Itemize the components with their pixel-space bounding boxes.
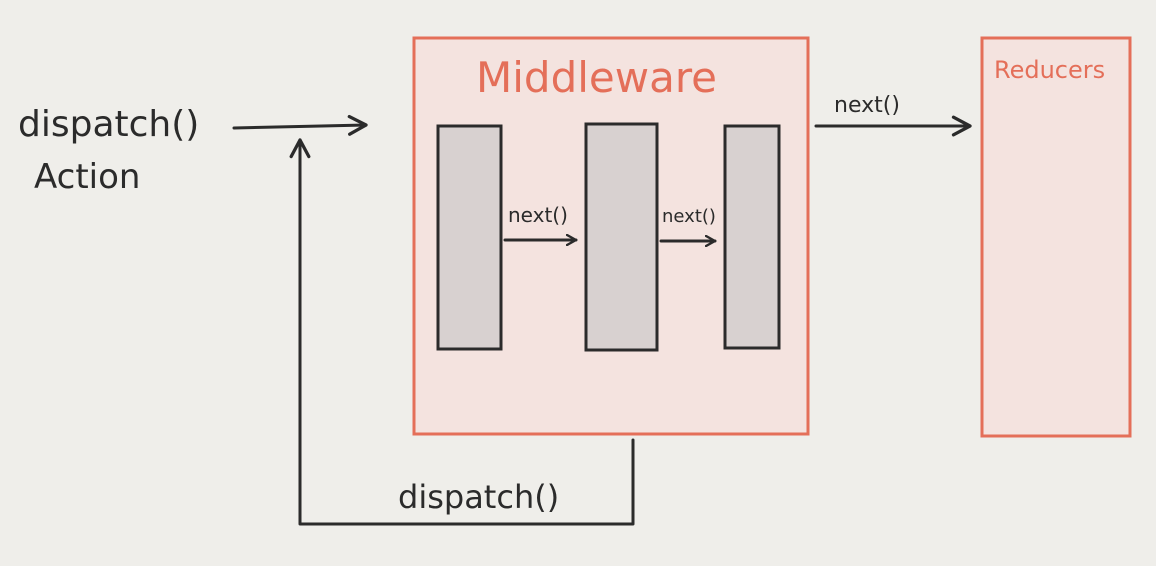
middleware-block-1 xyxy=(436,124,503,351)
input-action-label: Action xyxy=(34,157,140,197)
loop-dispatch-label: dispatch() xyxy=(398,478,559,516)
middleware-block-2 xyxy=(584,122,659,352)
output-next-label: next() xyxy=(834,93,900,118)
middleware-next-label-2: next() xyxy=(662,206,716,227)
input-dispatch-label: dispatch() xyxy=(18,104,199,145)
middleware-block-3 xyxy=(723,124,781,350)
middleware-title: Middleware xyxy=(476,53,717,102)
reducers-panel xyxy=(980,36,1132,438)
middleware-next-label-1: next() xyxy=(508,203,568,227)
reducers-title: Reducers xyxy=(994,56,1105,84)
input-arrow xyxy=(232,114,368,136)
dispatch-loop-path xyxy=(289,138,635,526)
